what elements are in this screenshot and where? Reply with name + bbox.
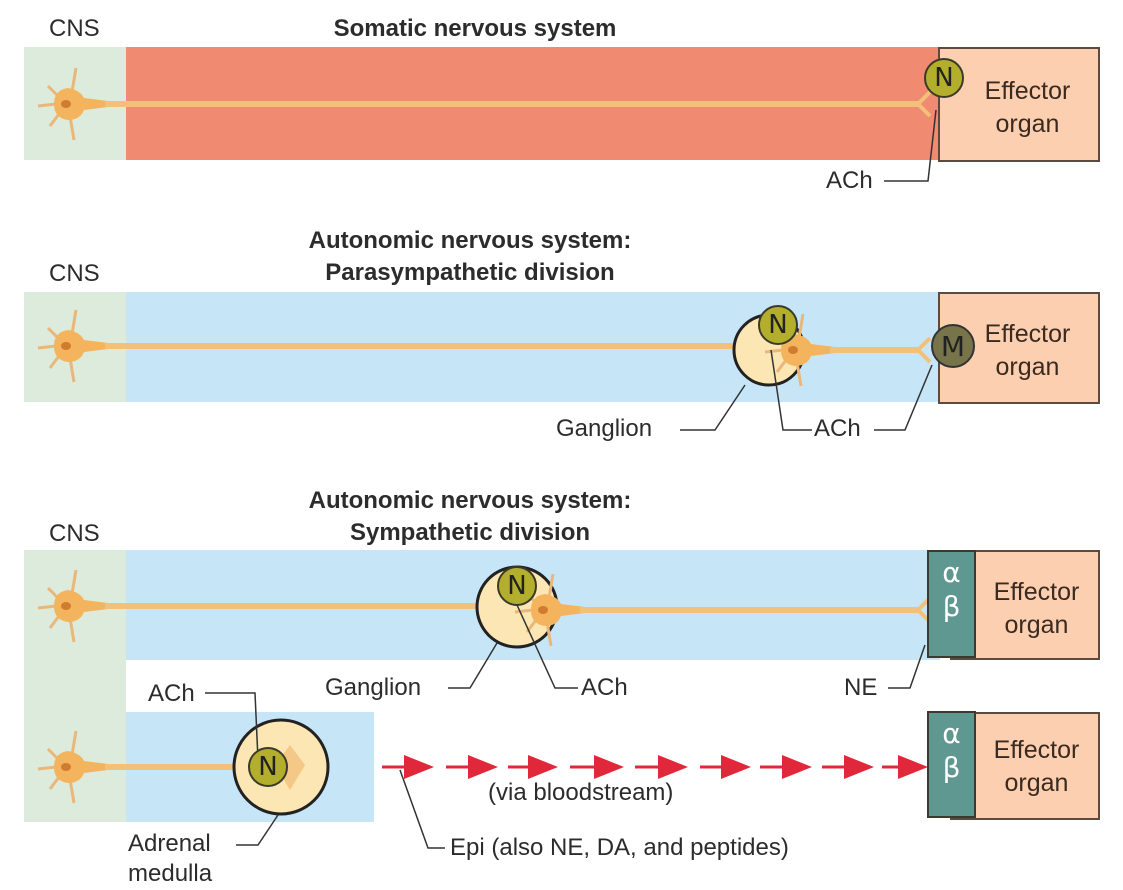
- alpha-receptor-label: α: [942, 717, 961, 750]
- effector-label-line1: Effector: [993, 578, 1080, 606]
- leader-line: [236, 814, 279, 846]
- effector-label-line2: organ: [995, 110, 1060, 138]
- sympathetic-preganglionic-neuron: [36, 568, 505, 644]
- beta-receptor-label: β: [942, 590, 961, 623]
- nicotinic-receptor-adrenal: N: [248, 747, 288, 787]
- ganglion-label-sympathetic: Ganglion: [325, 674, 422, 701]
- adrenal-preganglionic-neuron: [36, 729, 265, 805]
- parasympathetic-postganglionic-neuron: [763, 312, 932, 388]
- sympathetic-title-line2: Sympathetic division: [349, 519, 591, 546]
- leader-line: [399, 769, 445, 849]
- sympathetic-postganglionic-neuron: [513, 572, 932, 648]
- parasympathetic-preganglionic-neuron: [36, 308, 745, 384]
- leader-line: [680, 384, 746, 431]
- somatic-neuron: [36, 66, 932, 142]
- effector-label-line1: Effector: [984, 320, 1071, 348]
- nicotinic-receptor-parasympathetic-ganglion: N: [758, 305, 798, 345]
- beta-receptor-label: β: [942, 751, 961, 784]
- muscarinic-receptor: M: [931, 324, 975, 368]
- ne-label: NE: [844, 674, 878, 701]
- parasympathetic-title-line2: Parasympathetic division: [325, 259, 615, 286]
- ach-label-adrenal: ACh: [148, 680, 195, 707]
- leader-line: [516, 604, 578, 689]
- leader-line: [874, 364, 933, 431]
- somatic-title: Somatic nervous system: [333, 15, 617, 42]
- leader-line: [888, 644, 926, 689]
- adrenal-medulla-label-line2: medulla: [128, 860, 213, 887]
- leader-line: [770, 349, 812, 431]
- effector-organ-somatic: Effector organ: [938, 47, 1100, 162]
- ganglion-label-parasympathetic: Ganglion: [556, 415, 653, 442]
- cns-label-sympathetic: CNS: [49, 520, 100, 547]
- parasympathetic-title-line1: Autonomic nervous system:: [308, 227, 632, 254]
- adrenal-medulla-label-line1: Adrenal: [128, 830, 211, 857]
- ach-label-parasympathetic: ACh: [814, 415, 861, 442]
- leader-line: [448, 642, 498, 689]
- nicotinic-receptor-sympathetic-ganglion: N: [497, 566, 537, 606]
- ach-label-sympathetic: ACh: [581, 674, 628, 701]
- effector-label-line2: organ: [995, 353, 1060, 381]
- effector-label-line1: Effector: [984, 77, 1071, 105]
- epinephrine-label: Epi (also NE, DA, and peptides): [450, 834, 789, 861]
- effector-label-line1: Effector: [993, 736, 1080, 764]
- adrenergic-receptor-adrenal: α β: [927, 711, 976, 818]
- effector-label-line2: organ: [1004, 769, 1069, 797]
- alpha-receptor-label: α: [942, 556, 961, 589]
- nicotinic-receptor-somatic: N: [924, 58, 964, 98]
- via-bloodstream-label: (via bloodstream): [488, 779, 674, 806]
- cns-label-somatic: CNS: [49, 15, 100, 42]
- cns-label-parasympathetic: CNS: [49, 260, 100, 287]
- effector-label-line2: organ: [1004, 611, 1069, 639]
- leader-line: [884, 109, 937, 182]
- sympathetic-title-line1: Autonomic nervous system:: [308, 487, 632, 514]
- leader-line: [205, 692, 259, 761]
- adrenergic-receptor-sympathetic: α β: [927, 550, 976, 658]
- ach-label-somatic: ACh: [826, 167, 873, 194]
